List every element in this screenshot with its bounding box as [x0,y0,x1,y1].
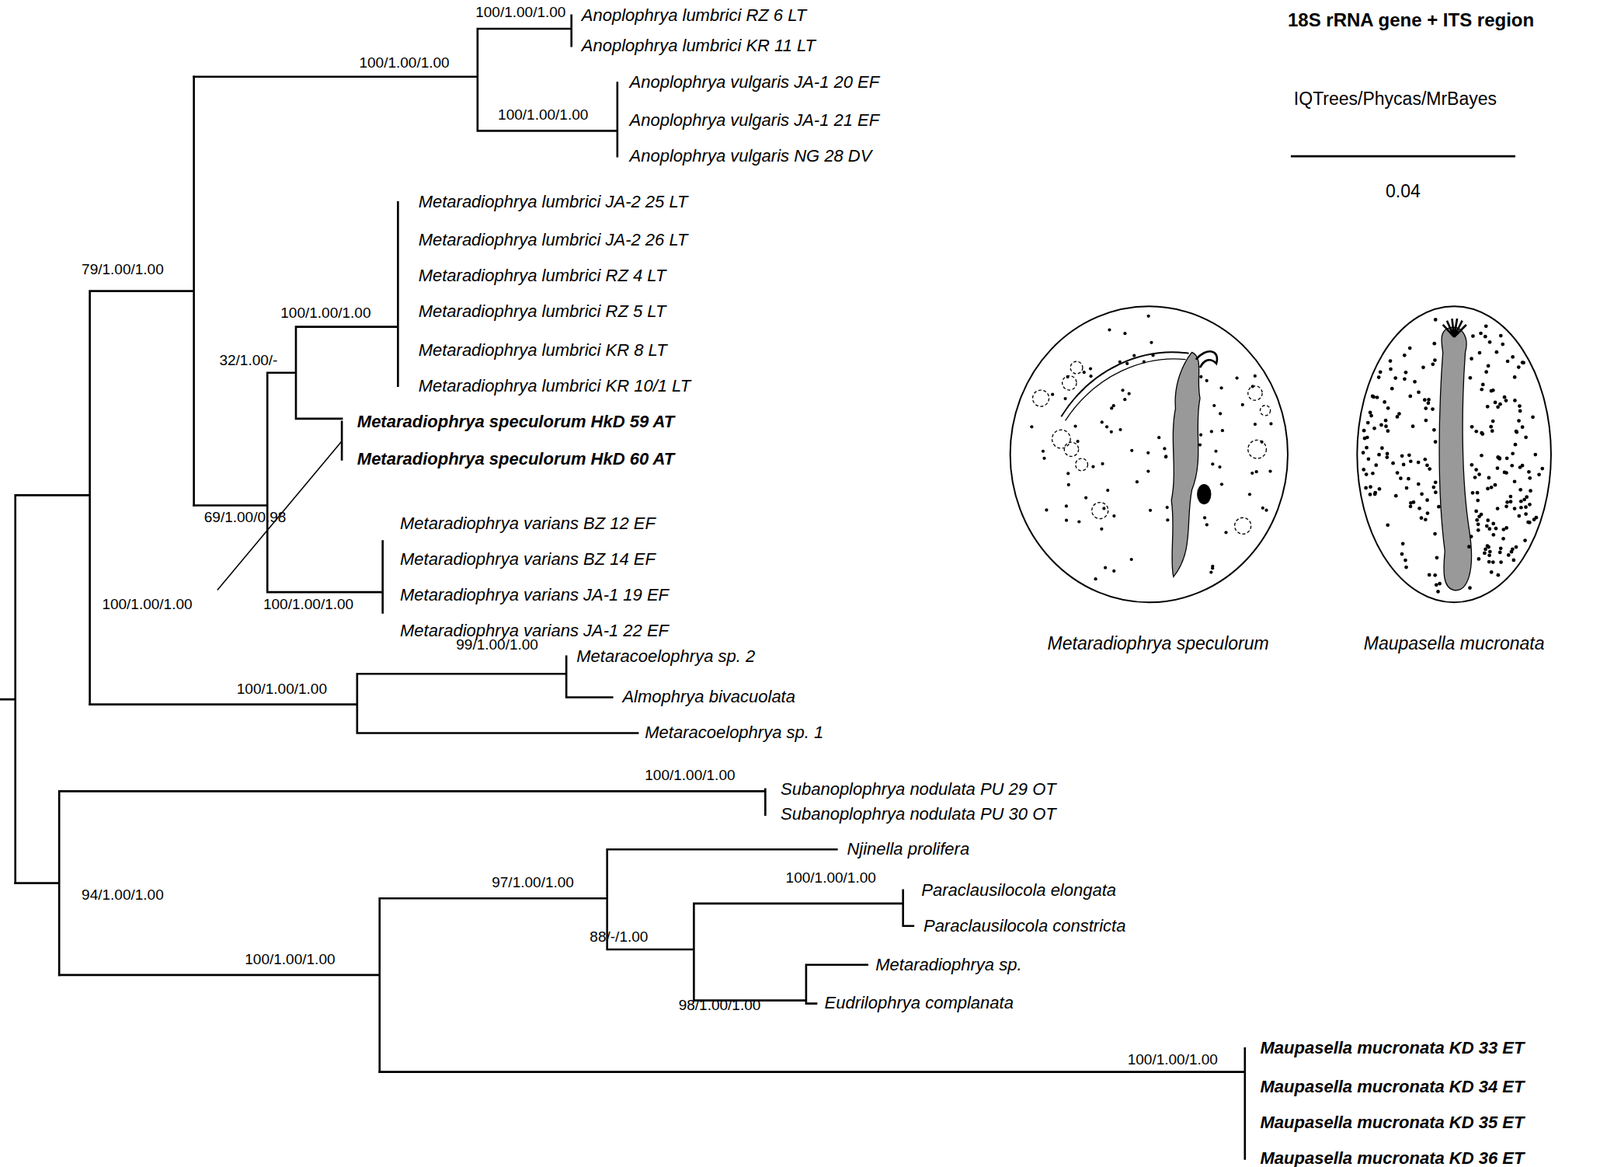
taxon-label: Metaradiophrya varians JA-1 19 EF [400,584,669,605]
taxon-label: Almophrya bivacuolata [622,687,796,707]
support-value: 100/1.00/1.00 [497,107,588,125]
taxon-label: Anoplophrya lumbrici RZ 6 LT [581,5,807,25]
taxon-label: Metaradiophrya speculorum HkD 59 AT [357,411,675,432]
taxon-label: Metaradiophrya speculorum HkD 60 AT [357,449,675,470]
taxon-label: Paraclausilocola elongata [921,880,1117,900]
support-value: 100/1.00/1.00 [280,304,371,322]
support-value: 69/1.00/0.98 [204,508,287,526]
taxon-label: Maupasella mucronata KD 34 ET [1260,1077,1525,1097]
support-value: 100/1.00/1.00 [244,950,335,968]
taxon-label: Metaradiophrya lumbrici JA-2 25 LT [418,191,689,212]
taxon-label: Eudrilophrya complanata [824,993,1014,1013]
support-value: 97/1.00/1.00 [491,873,574,891]
taxon-label: Metaradiophrya lumbrici KR 8 LT [418,340,668,360]
taxon-label: Subanoplophrya nodulata PU 30 OT [780,804,1057,825]
scale-bar [1290,155,1516,158]
support-value: 94/1.00/1.00 [81,886,164,904]
support-value: 32/1.00/- [219,351,278,369]
taxon-label: Subanoplophrya nodulata PU 29 OT [780,779,1057,799]
taxon-label: Metaradiophrya varians BZ 14 EF [400,549,656,569]
support-value: 100/1.00/1.00 [101,595,192,613]
tree-branches [0,15,1246,1159]
taxon-label: Maupasella mucronata KD 35 ET [1260,1112,1525,1132]
taxon-label: Njinella prolifera [846,838,970,859]
method-label: IQTrees/Phycas/MrBayes [1293,88,1497,109]
cell-illustration [1356,306,1552,602]
taxon-label: Metaracoelophrya sp. 2 [576,646,755,666]
support-value: 100/1.00/1.00 [475,3,566,21]
cell-illustration [1010,306,1288,602]
figure-caption: Metaradiophrya speculorum [1047,632,1270,653]
support-value: 100/1.00/1.00 [786,869,877,887]
taxon-label: Metaradiophrya lumbrici JA-2 26 LT [418,229,689,250]
support-value: 100/1.00/1.00 [263,595,354,613]
taxon-label: Metaradiophrya lumbrici RZ 4 LT [418,265,667,286]
support-value: 100/1.00/1.00 [644,767,735,785]
taxon-label: Metaradiophrya lumbrici RZ 5 LT [418,301,667,321]
figure-caption: Maupasella mucronata [1363,632,1545,653]
support-value: 100/1.00/1.00 [1127,1050,1218,1068]
support-value: 88/-/1.00 [589,928,648,946]
taxon-label: Metaradiophrya varians BZ 12 EF [400,513,656,533]
taxon-label: Maupasella mucronata KD 33 ET [1260,1038,1525,1058]
taxon-label: Anoplophrya vulgaris NG 28 DV [629,146,873,166]
chart-title: 18S rRNA gene + ITS region [1287,9,1534,32]
support-value: 79/1.00/1.00 [81,260,164,279]
taxon-label: Paraclausilocola constricta [923,915,1126,936]
taxon-label: Anoplophrya vulgaris JA-1 21 EF [629,110,880,130]
scale-label: 0.04 [1385,180,1421,201]
taxon-label: Anoplophrya lumbrici KR 11 LT [581,35,816,56]
taxon-label: Metaradiophrya sp. [875,954,1022,974]
support-value: 98/1.00/1.00 [678,996,762,1014]
taxon-label: Anoplophrya vulgaris JA-1 20 EF [629,73,880,93]
taxon-label: Maupasella mucronata KD 36 ET [1260,1147,1525,1167]
support-value: 100/1.00/1.00 [358,55,449,73]
support-value: 100/1.00/1.00 [236,680,327,698]
taxon-label: Metaradiophrya lumbrici KR 10/1 LT [418,375,692,396]
support-value: 99/1.00/1.00 [455,636,539,654]
taxon-label: Metaracoelophrya sp. 1 [644,723,824,743]
